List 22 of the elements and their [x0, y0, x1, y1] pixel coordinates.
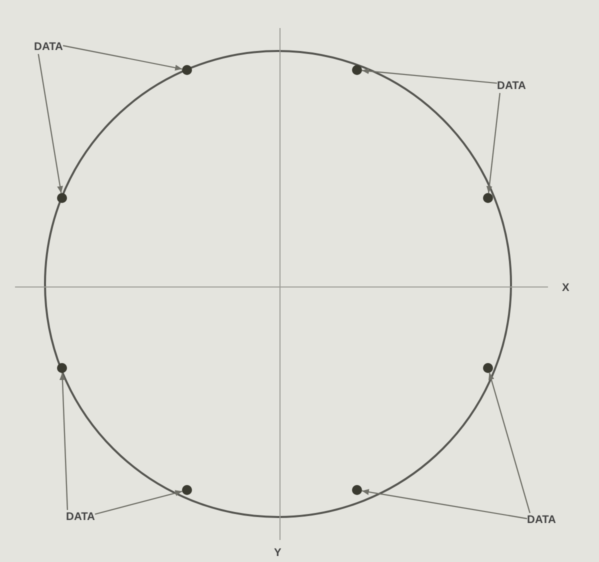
- axis-label: Y: [274, 546, 282, 560]
- leader-arrow: [486, 92, 500, 194]
- leader-arrow: [59, 372, 68, 510]
- data-point: [57, 193, 67, 203]
- leader-arrow: [38, 54, 64, 194]
- leader-arrow: [94, 490, 182, 515]
- data-label: DATA: [34, 40, 63, 54]
- data-point: [182, 485, 192, 495]
- data-point: [483, 193, 493, 203]
- data-point: [57, 363, 67, 373]
- leader-arrow: [362, 68, 498, 84]
- data-point: [483, 363, 493, 373]
- data-point: [352, 485, 362, 495]
- data-label: DATA: [66, 510, 95, 524]
- data-point: [182, 65, 192, 75]
- leader-arrow: [488, 372, 530, 514]
- leader-arrow: [362, 489, 528, 520]
- axis-label: X: [562, 281, 570, 295]
- data-point: [352, 65, 362, 75]
- data-label: DATA: [497, 79, 526, 93]
- data-label: DATA: [527, 513, 556, 527]
- leader-arrow: [62, 45, 182, 71]
